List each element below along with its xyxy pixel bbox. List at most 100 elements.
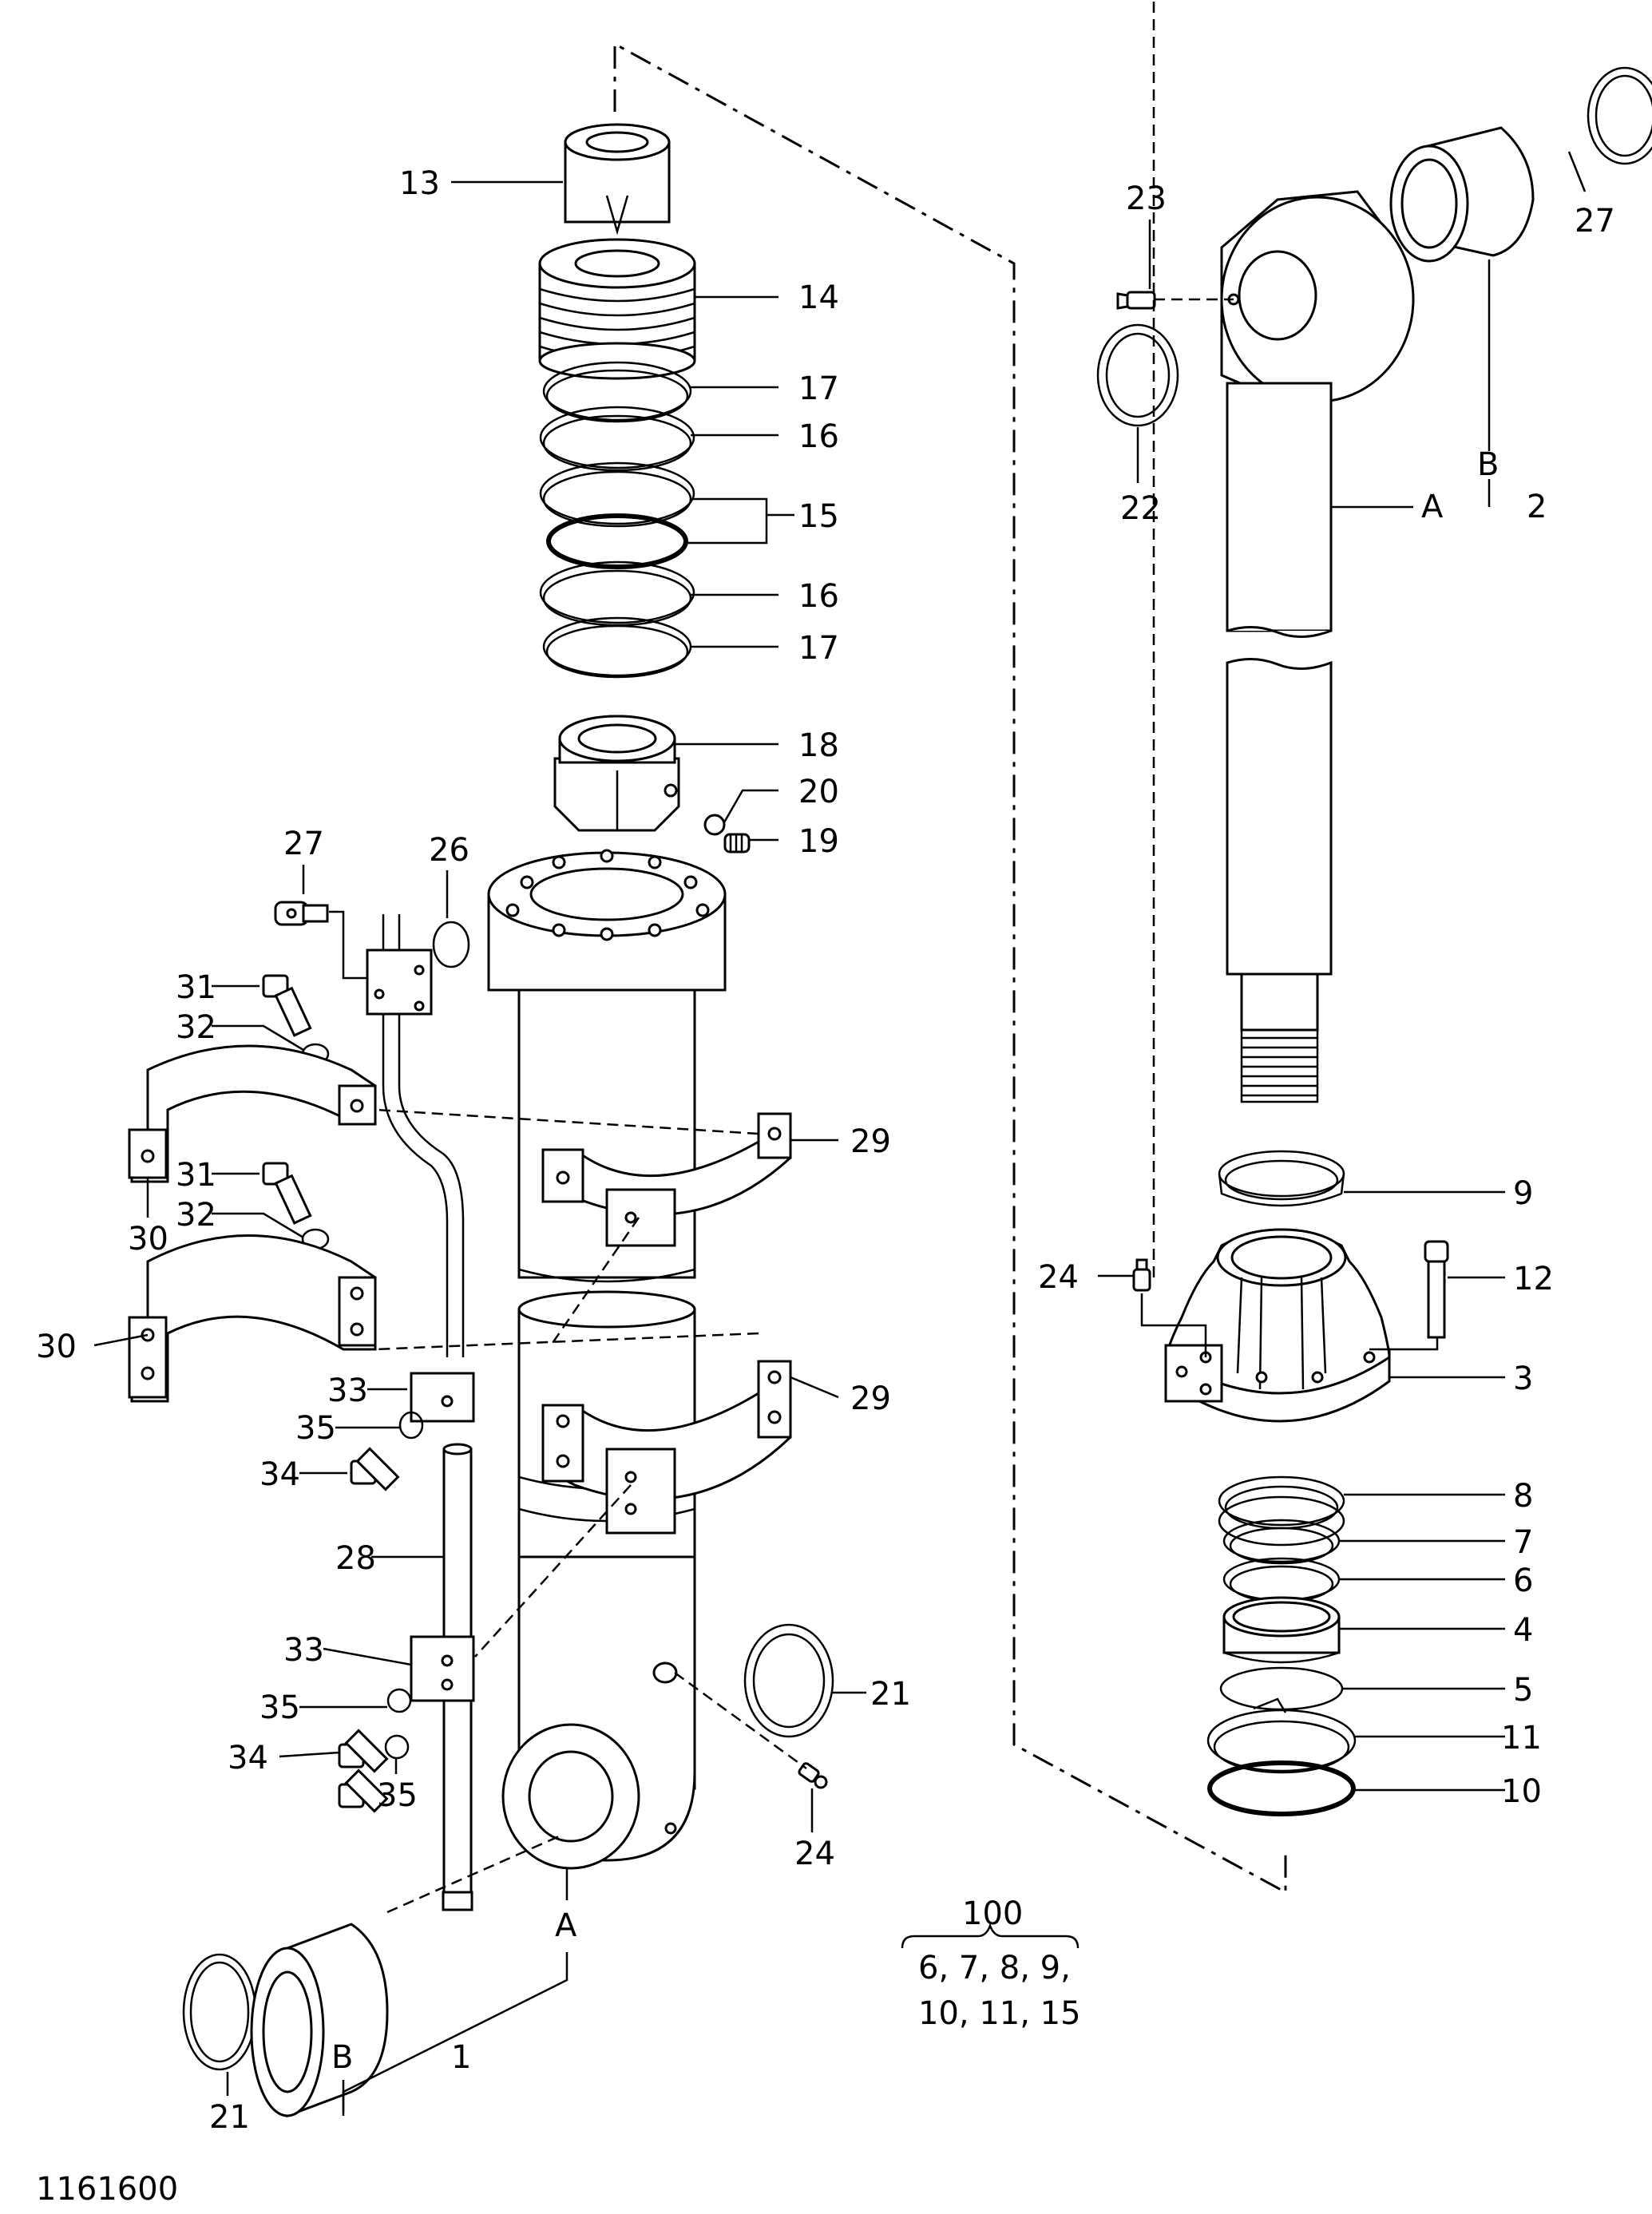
callout-30-upper: 30 [128, 1221, 168, 1258]
part-4-bushing [1222, 1596, 1341, 1664]
callout-23: 23 [1126, 180, 1167, 217]
part-26-oring [432, 921, 470, 968]
callout-10: 10 [1501, 1773, 1542, 1810]
callout-27-left: 27 [283, 826, 324, 862]
callout-labels: 13 14 17 16 15 16 17 18 20 19 27 26 31 3… [36, 165, 1615, 2136]
callout-2: 2 [1527, 489, 1547, 525]
part-34-bolt-lower-b [338, 1768, 389, 1813]
callout-9: 9 [1513, 1175, 1533, 1212]
part-29-clamp-upper [541, 1112, 792, 1247]
part-20-ball [703, 814, 726, 836]
callout-19: 19 [798, 823, 839, 860]
part-8-ring [1218, 1475, 1345, 1547]
callout-3: 3 [1513, 1360, 1533, 1397]
piston-rod [1226, 382, 1333, 1103]
callout-17-lower: 17 [798, 630, 839, 667]
callout-33-lower: 33 [283, 1632, 324, 1669]
callout-33-upper: 33 [327, 1372, 368, 1409]
part-16-ring-lower [539, 560, 695, 627]
alignment-lines [329, 0, 1439, 1914]
callout-31-lower: 31 [176, 1157, 216, 1194]
part-29-clamp-lower [541, 1360, 792, 1535]
part-24-grease-nipple-lower [798, 1762, 828, 1789]
callout-22: 22 [1120, 490, 1161, 527]
callout-35-lower-b: 35 [377, 1777, 418, 1814]
part-27-screw-left [274, 901, 329, 926]
part-21-dust-seal-right [743, 1623, 834, 1738]
part-17-ring-lower [542, 616, 692, 679]
callout-8: 8 [1513, 1478, 1533, 1515]
callout-27-right: 27 [1575, 203, 1615, 240]
part-27-bushing-right [1587, 66, 1652, 165]
callout-17-upper: 17 [798, 370, 839, 407]
callout-21-right: 21 [870, 1676, 911, 1713]
callout-6: 6 [1513, 1562, 1533, 1599]
rod-eye-head [1220, 190, 1415, 403]
part-34-bolt-upper [350, 1447, 400, 1491]
callout-35-lower-a: 35 [259, 1689, 300, 1726]
callout-20: 20 [798, 774, 839, 810]
callout-24-upper: 24 [1038, 1259, 1079, 1296]
part-34-bolt-lower-a [338, 1729, 389, 1773]
part-19-set-screw [723, 833, 751, 854]
part-7-ring [1222, 1519, 1341, 1565]
callout-A-left: A [555, 1907, 577, 1944]
callout-B-right: B [1477, 446, 1499, 483]
part-33-block-upper [410, 1372, 475, 1423]
part-30-clamp-lower [128, 1234, 377, 1403]
bushing-left [250, 1923, 389, 2118]
callout-14: 14 [798, 279, 839, 316]
part-24-grease-nipple-upper [1132, 1258, 1151, 1292]
part-35-washer-upper [398, 1411, 424, 1440]
callout-11: 11 [1501, 1720, 1542, 1757]
callout-16-lower: 16 [798, 578, 839, 615]
part-3-cylinder-head [1164, 1228, 1391, 1423]
callout-4: 4 [1513, 1612, 1533, 1649]
part-30-clamp-upper [128, 1044, 377, 1183]
part-16-ring-upper [539, 406, 695, 472]
callout-29-upper: 29 [850, 1123, 891, 1160]
kit-contents-line1: 6, 7, 8, 9, [918, 1950, 1071, 1986]
kit-contents-line2: 10, 11, 15 [918, 1995, 1081, 2032]
flange-block-upper [366, 949, 433, 1016]
callout-32-lower: 32 [176, 1197, 216, 1234]
part-9-dust-wiper [1218, 1150, 1345, 1207]
part-35-washer-lower-a [386, 1688, 412, 1713]
part-18-hex-nut [553, 715, 680, 832]
part-17-ring-upper [542, 361, 692, 423]
callout-5: 5 [1513, 1672, 1533, 1709]
callout-16-upper: 16 [798, 418, 839, 455]
part-5-ring [1219, 1666, 1344, 1713]
callout-28: 28 [335, 1540, 376, 1577]
assembly-boundary-dashed [613, 42, 1287, 1895]
part-31-bolt-upper [262, 974, 312, 1037]
callout-12: 12 [1513, 1261, 1554, 1297]
kit-brace [901, 1923, 1080, 1949]
callout-15: 15 [798, 498, 839, 535]
callout-A-right: A [1421, 489, 1444, 525]
part-12-socket-screw [1424, 1240, 1449, 1339]
bushing-right [1389, 126, 1535, 263]
part-15-seal-set [539, 461, 695, 569]
kit-note: 100 6, 7, 8, 9, 10, 11, 15 [901, 1895, 1081, 2032]
part-31-bolt-lower [262, 1162, 312, 1225]
part-23-grease-nipple [1116, 291, 1156, 310]
callout-35-upper: 35 [295, 1410, 336, 1447]
part-22-dust-seal [1096, 323, 1179, 427]
callout-34-upper: 34 [259, 1456, 300, 1493]
part-21-dust-seal-lower [182, 1953, 257, 2071]
part-6-ring [1222, 1557, 1341, 1603]
callout-31-upper: 31 [176, 969, 216, 1006]
part-13-piston-nut [564, 123, 671, 236]
part-33-block-lower [410, 1635, 475, 1702]
callout-29-lower: 29 [850, 1380, 891, 1417]
callout-7: 7 [1513, 1524, 1533, 1561]
part-14-piston [538, 238, 696, 380]
callout-13: 13 [399, 165, 440, 202]
kit-number: 100 [962, 1895, 1023, 1932]
callout-B-left: B [331, 2039, 353, 2076]
drawing-number: 1161600 [36, 2171, 178, 2208]
callout-1: 1 [451, 2039, 471, 2076]
callout-26: 26 [429, 832, 469, 869]
